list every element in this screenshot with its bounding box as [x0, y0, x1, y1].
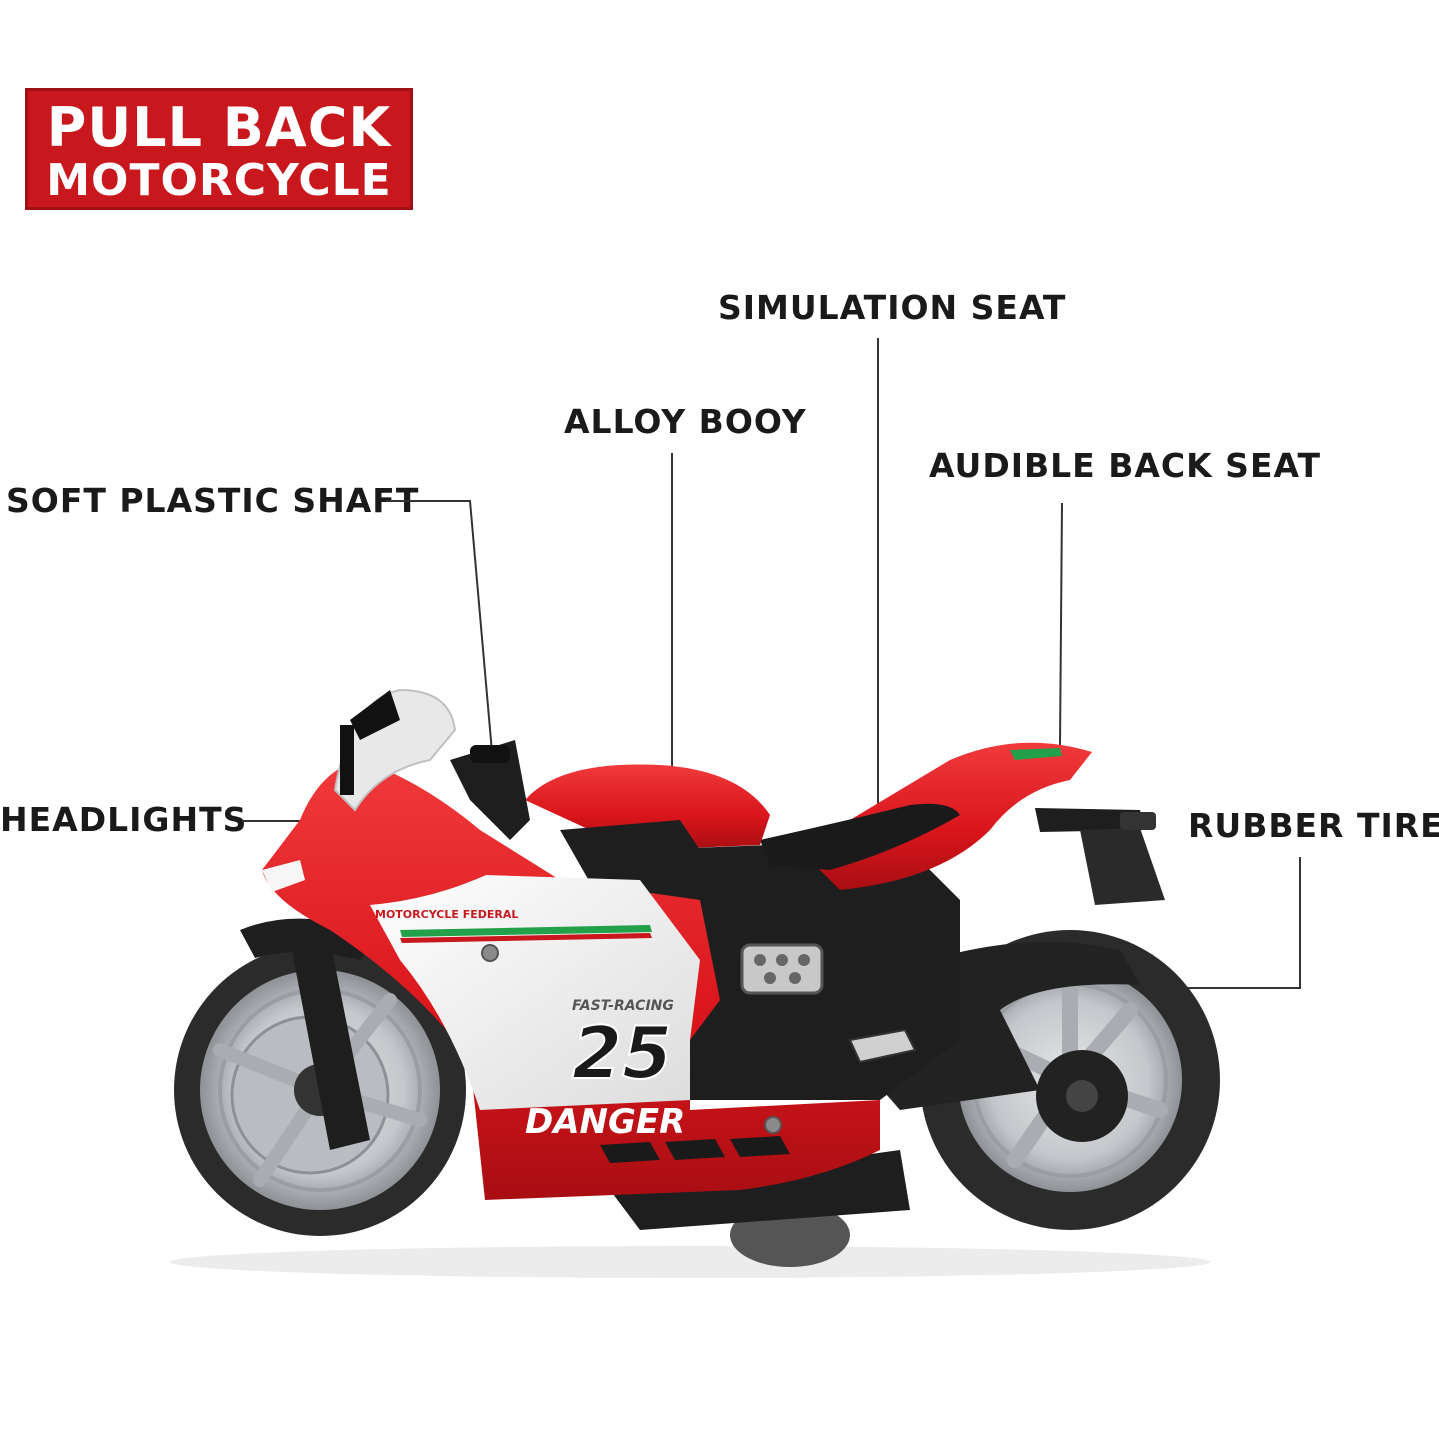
callout-headlights: HEADLIGHTS	[0, 800, 248, 839]
ground-shadow	[170, 1246, 1210, 1278]
footpeg	[848, 1028, 917, 1064]
title-line-1: PULL BACK	[46, 96, 392, 159]
brand-decal: MOTORCYCLE FEDERAL	[375, 908, 518, 921]
headlight	[262, 860, 305, 892]
race-number: 25	[572, 1011, 672, 1095]
front-fork	[290, 940, 370, 1150]
callout-audible-back-seat: AUDIBLE BACK SEAT	[929, 446, 1321, 485]
mirror	[350, 690, 400, 740]
leader-rubber-tires	[1160, 857, 1301, 989]
callout-alloy-body: ALLOY BOOY	[564, 402, 807, 441]
callout-soft-plastic-shaft: SOFT PLASTIC SHAFT	[6, 481, 420, 520]
side-vents	[600, 1136, 790, 1163]
leader-audible-back-seat	[1059, 502, 1063, 746]
handlebar	[450, 740, 530, 840]
callout-rubber-tires: RUBBER TIRES	[1188, 806, 1439, 845]
license-plate-holder	[1080, 828, 1165, 905]
callout-simulation-seat: SIMULATION SEAT	[718, 288, 1067, 327]
seat	[760, 803, 960, 870]
racing-decal: FAST-RACING	[572, 998, 674, 1014]
title-badge: PULL BACK MOTORCYCLE	[25, 88, 413, 210]
fuel-tank	[525, 764, 770, 850]
exhaust-tip	[740, 943, 824, 995]
leader-lines	[242, 338, 1301, 989]
danger-decal: DANGER	[525, 1102, 685, 1142]
leader-soft-plastic-shaft	[386, 500, 493, 753]
title-line-2: MOTORCYCLE	[46, 155, 392, 206]
